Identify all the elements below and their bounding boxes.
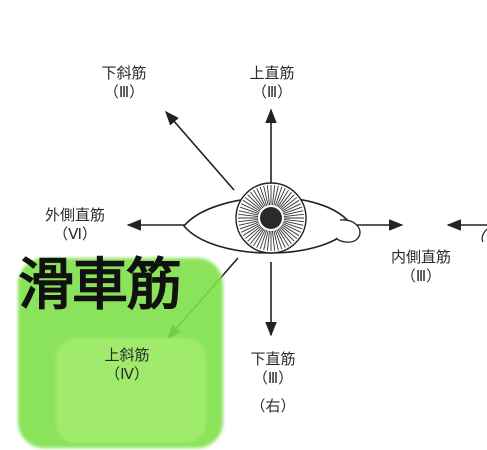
iris-ray: [283, 221, 303, 230]
iris-ray: [277, 189, 289, 208]
iris-ray: [238, 213, 259, 217]
overlay-title: 滑車筋: [18, 253, 182, 318]
label-inferior-rectus: 下直筋 （Ⅲ） （右）: [240, 350, 306, 416]
label-medial-rectus: 内側直筋 （Ⅲ）: [374, 248, 468, 286]
label-lateral-rectus: 外側直筋 （Ⅵ）: [30, 206, 120, 244]
label-superior-oblique-nerve: （Ⅳ）: [105, 365, 149, 383]
iris-ray: [274, 230, 283, 250]
iris-ray: [247, 226, 263, 242]
iris-ray: [266, 185, 270, 206]
iris-ray: [247, 194, 263, 210]
iris-ray: [250, 227, 264, 245]
iris-ray: [239, 221, 259, 230]
iris-ray: [276, 229, 286, 248]
iris-ray: [283, 219, 304, 223]
iris-ray: [283, 206, 303, 215]
iris-ray: [281, 200, 300, 212]
iris-ray: [253, 189, 265, 208]
iris-striations: [238, 185, 304, 251]
iris-ray: [283, 220, 304, 226]
iris-ray: [278, 191, 292, 209]
label-inferior-rectus-side: （右）: [250, 397, 296, 415]
iris-ray: [241, 203, 260, 213]
label-inferior-oblique-name: 下斜筋: [101, 64, 147, 82]
label-superior-rectus: 上直筋 （Ⅲ）: [240, 64, 304, 102]
iris-ray: [277, 228, 289, 247]
label-inferior-rectus-name: 下直筋: [250, 350, 296, 368]
iris-ray: [256, 229, 266, 248]
iris-ray: [241, 223, 260, 233]
arrow-inferior-oblique: [165, 110, 235, 191]
iris-ray: [239, 206, 259, 215]
edge-curve: [481, 228, 487, 243]
iris-ray: [242, 224, 261, 236]
iris-ray: [280, 197, 298, 211]
iris-ray: [283, 210, 304, 216]
iris-ray: [263, 230, 269, 251]
iris-ray: [259, 230, 268, 250]
caruncle: [335, 219, 361, 243]
label-superior-rectus-nerve: （Ⅲ）: [251, 83, 293, 101]
iris-ray: [266, 230, 270, 251]
iris-ray: [279, 194, 295, 210]
iris-ray: [242, 200, 261, 212]
pupil: [260, 207, 282, 229]
label-lateral-rectus-nerve: （Ⅵ）: [53, 225, 97, 243]
label-inferior-oblique: 下斜筋 （Ⅲ）: [92, 64, 156, 102]
iris-ray: [279, 226, 295, 242]
iris-ray: [238, 210, 259, 216]
iris-ray: [250, 191, 264, 209]
label-medial-rectus-nerve: （Ⅲ）: [400, 267, 442, 285]
label-superior-oblique-name: 上斜筋: [104, 346, 150, 364]
iris-ray: [273, 230, 279, 251]
iris-ray: [244, 225, 262, 239]
label-superior-oblique: 上斜筋 （Ⅳ）: [92, 346, 162, 384]
iris-ray: [256, 188, 266, 207]
iris-ray: [238, 220, 259, 226]
iris-ray: [282, 203, 301, 213]
iris-ray: [272, 185, 276, 206]
label-superior-rectus-name: 上直筋: [249, 64, 295, 82]
iris-ray: [259, 186, 268, 206]
iris-ray: [283, 213, 304, 217]
iris-ray: [274, 186, 283, 206]
iris-ray: [278, 227, 292, 245]
iris-ray: [281, 224, 300, 236]
iris-ray: [276, 188, 286, 207]
label-medial-rectus-name: 内側直筋: [390, 248, 451, 266]
iris-ray: [273, 185, 279, 206]
iris-ray: [253, 228, 265, 247]
iris-ray: [244, 197, 262, 211]
label-inferior-rectus-nerve: （Ⅲ）: [252, 369, 294, 387]
iris-ray: [280, 225, 298, 239]
label-inferior-oblique-nerve: （Ⅲ）: [103, 83, 145, 101]
iris-ray: [272, 230, 276, 251]
iris-ray: [263, 185, 269, 206]
green-highlight: [18, 258, 223, 448]
iris-ray: [238, 219, 259, 223]
iris-ray: [282, 223, 301, 233]
label-lateral-rectus-name: 外側直筋: [44, 206, 105, 224]
